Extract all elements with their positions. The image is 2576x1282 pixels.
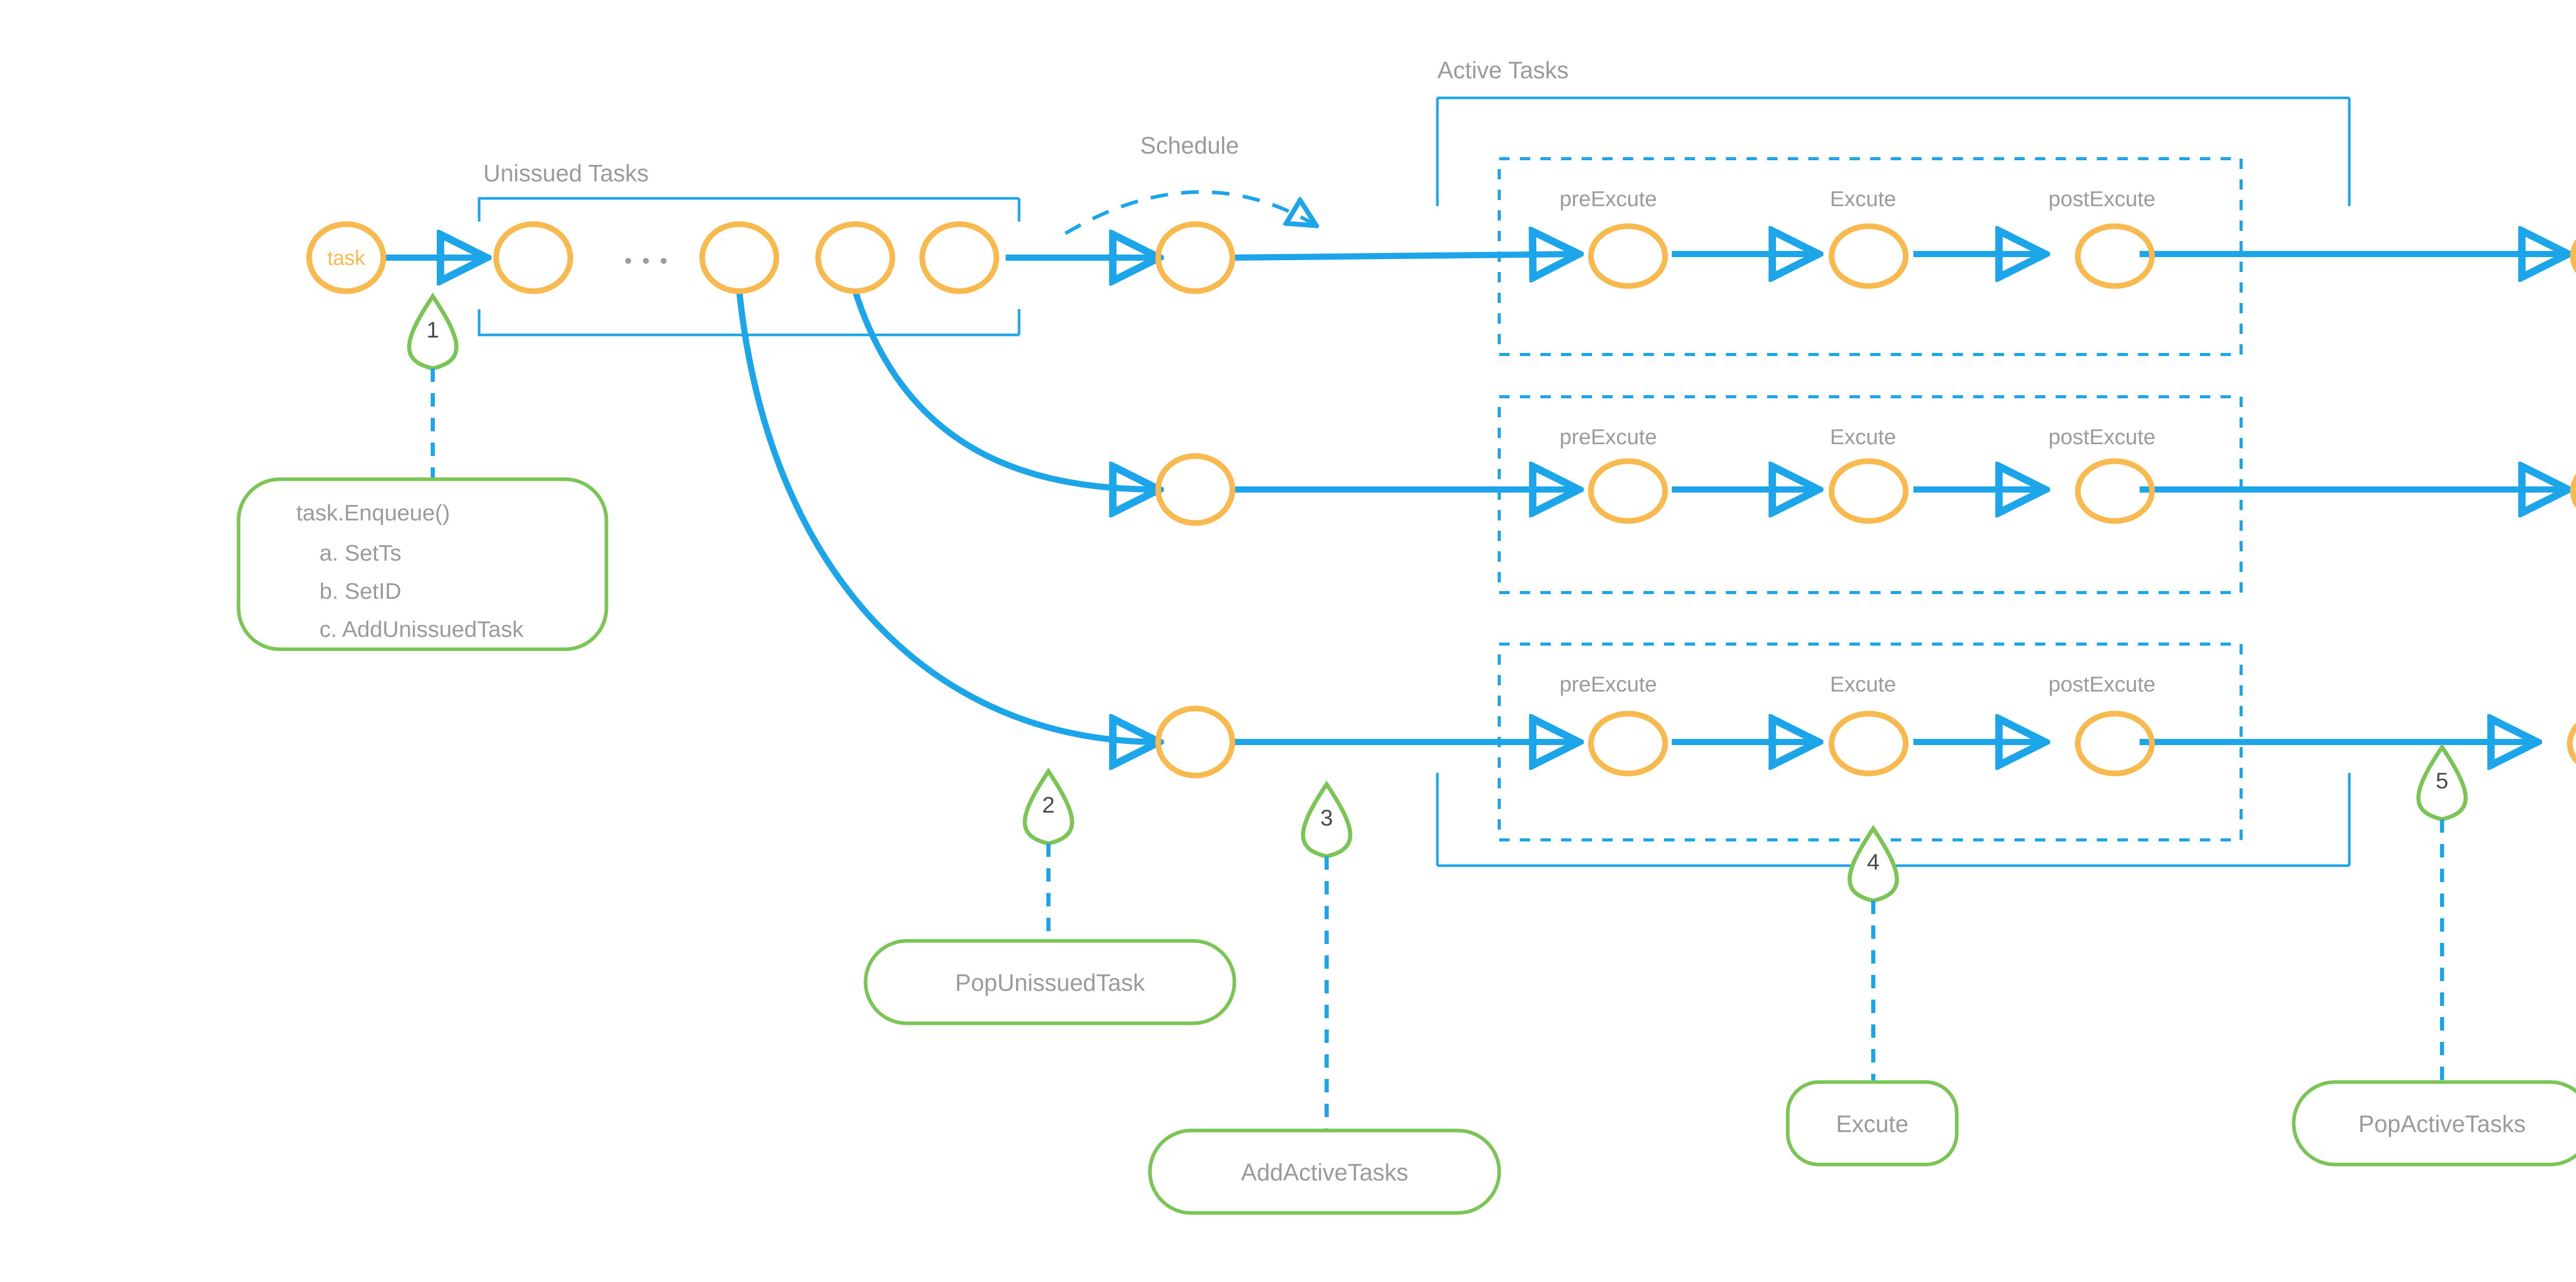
queue-ellipsis: • • • [624, 248, 669, 273]
marker-5-group[interactable]: 5 PopActiveTasks [2292, 743, 2576, 1167]
excute-callout-box[interactable] [1786, 1080, 1959, 1167]
pop-active-callout-label: PopActiveTasks [2359, 1110, 2526, 1137]
row3-node-pre [1588, 711, 1668, 777]
row2-node-post [2075, 458, 2155, 524]
row2-task-box [1498, 395, 2243, 594]
flow-row-2: preExcute Excute postExcute [852, 290, 2576, 594]
task-node-label: task [327, 247, 365, 269]
queue-node-3 [815, 221, 895, 294]
marker-3-group[interactable]: 3 AddActiveTasks [1148, 780, 1501, 1215]
enqueue-callout-item-c: c. AddUnissuedTask [319, 617, 524, 642]
edge-schedule-to-row1 [1232, 254, 1579, 258]
row1-node-output [2570, 239, 2576, 274]
row3-node-exec [1828, 711, 1909, 777]
row1-stage-label-pre: preExcute [1560, 187, 1657, 211]
marker-3-number: 3 [1320, 805, 1333, 831]
pop-unissued-callout-box[interactable] [863, 939, 1236, 1025]
enqueue-callout-item-a: a. SetTs [319, 541, 401, 566]
row2-node-pre [1588, 458, 1668, 524]
enqueue-callout-title: task.Enqueue() [296, 500, 450, 526]
marker-4-number: 4 [1867, 850, 1879, 875]
schedule-node-row2 [1155, 453, 1235, 526]
unissued-tasks-label: Unissued Tasks [483, 160, 649, 187]
row2-stage-label-post: postExcute [2048, 425, 2156, 449]
row1-task-box [1498, 157, 2243, 356]
pop-unissued-callout-label: PopUnissuedTask [955, 969, 1145, 996]
unissued-queue: task • • • [306, 221, 1235, 779]
unissued-tasks-bracket-top [478, 197, 1019, 222]
queue-node-4 [919, 221, 999, 294]
row1-node-post [2075, 223, 2155, 289]
active-tasks-label: Active Tasks [1437, 57, 1569, 83]
schedule-dashed-arrow [1064, 190, 1316, 235]
excute-callout-label: Excute [1836, 1110, 1909, 1137]
row2-node-exec [1828, 458, 1909, 524]
schedule-label: Schedule [1140, 132, 1239, 159]
row1-stage-label-post: postExcute [2048, 187, 2156, 211]
marker-1-group[interactable]: 1 task.Enqueue() a. SetTs b. SetID c. Ad… [236, 292, 608, 651]
marker-4-group[interactable]: 4 Excute [1786, 824, 1959, 1167]
edge-branch-to-row3 [736, 291, 1159, 742]
row3-node-post [2075, 711, 2155, 777]
group-label-unissued-tasks: Unissued Tasks [478, 160, 1021, 336]
flow-row-1: preExcute Excute postExcute [381, 157, 2576, 356]
enqueue-callout-box[interactable] [236, 477, 608, 651]
row2-stage-label-pre: preExcute [1560, 425, 1657, 449]
row3-node-output [2567, 722, 2576, 765]
marker-2-number: 2 [1042, 792, 1055, 818]
add-active-callout-label: AddActiveTasks [1241, 1159, 1409, 1186]
schedule-node-row1 [1155, 221, 1235, 294]
queue-node-1 [493, 221, 573, 294]
flow-row-3: preExcute Excute postExcute [736, 291, 2576, 841]
unissued-tasks-bracket-bottom [478, 309, 1019, 336]
row2-stage-label-exec: Excute [1830, 425, 1896, 449]
task-node [306, 221, 386, 294]
add-active-callout-box[interactable] [1148, 1128, 1501, 1215]
edge-branch-to-row2 [852, 290, 1159, 490]
marker-2-group[interactable]: 2 PopUnissuedTask [863, 767, 1236, 1025]
row2-node-output [2570, 474, 2576, 509]
row1-stage-label-exec: Excute [1830, 187, 1896, 211]
marker-1-number: 1 [427, 317, 439, 343]
pop-active-callout-box[interactable] [2292, 1080, 2576, 1167]
row3-stage-label-post: postExcute [2048, 672, 2156, 696]
enqueue-callout-item-b: b. SetID [319, 579, 401, 604]
row1-node-exec [1828, 223, 1909, 289]
row3-stage-label-pre: preExcute [1560, 672, 1657, 696]
row3-stage-label-exec: Excute [1830, 672, 1896, 696]
schedule-annotation: Schedule [1064, 132, 1316, 235]
queue-node-2 [699, 221, 779, 294]
marker-5-number: 5 [2436, 768, 2448, 794]
schedule-node-row3 [1155, 705, 1235, 779]
row1-node-pre [1588, 223, 1668, 289]
